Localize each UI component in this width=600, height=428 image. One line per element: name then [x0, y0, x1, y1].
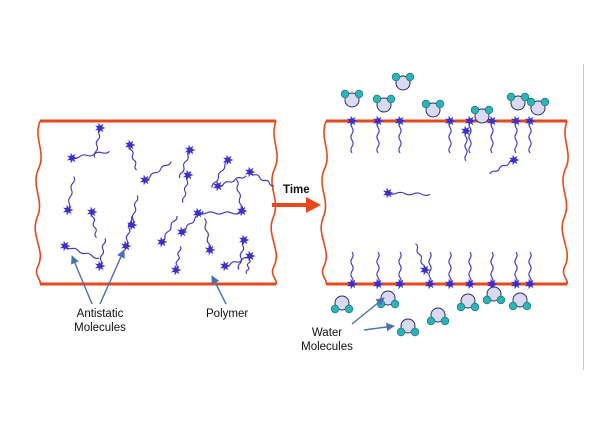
antistatic-molecule: [178, 144, 196, 179]
antistatic-molecule: [93, 122, 106, 158]
surface-molecule-top: [511, 115, 522, 154]
water-label-line1: Water: [311, 327, 343, 339]
surface-molecule-top: [487, 115, 498, 154]
antistatic-molecule: [121, 216, 133, 252]
water-molecule: [330, 295, 354, 314]
surface-molecule-top: [347, 115, 358, 154]
water-molecule: [482, 286, 506, 305]
surface-molecule-bottom: [525, 251, 536, 290]
surface-molecule-bottom: [465, 251, 476, 290]
water-molecule: [470, 105, 494, 124]
antistatic-molecule: [171, 246, 182, 276]
surface-molecule-top: [465, 115, 476, 154]
antistatic-molecule: [211, 154, 234, 188]
water-pointer-1: [351, 297, 385, 325]
antistatic-molecule: [245, 166, 275, 187]
surface-molecule-bottom: [487, 251, 498, 290]
antistatic-molecule: [127, 195, 139, 231]
antistatic-molecule: [140, 161, 172, 186]
water-molecule: [391, 72, 415, 91]
water-molecule: [421, 99, 445, 118]
interior-molecule: [383, 187, 431, 199]
antistatic-molecule: [157, 215, 178, 248]
slide-divider: [583, 64, 584, 370]
right-block-left-edge: [320, 120, 328, 285]
water-molecule: [506, 92, 530, 111]
antistatic-molecule: [193, 207, 241, 219]
surface-molecule-bottom: [425, 251, 436, 290]
surface-molecule-bottom: [445, 251, 456, 290]
water-molecule: [376, 290, 400, 309]
polymer-label: Polymer: [206, 308, 249, 320]
water-molecules-label: Water Molecules: [290, 326, 364, 354]
water-label-line2: Molecules: [301, 341, 353, 353]
antistatic-molecules-dispersed: [60, 122, 275, 276]
antistatic-molecule: [125, 139, 138, 171]
water-molecule: [508, 292, 532, 311]
antistatic-molecule: [245, 250, 256, 275]
antistatic-pointer-2: [99, 249, 125, 305]
water-molecule: [426, 307, 450, 326]
left-block-right-edge: [270, 120, 278, 285]
antistatic-label-line2: Molecules: [74, 322, 126, 334]
antistatic-molecule: [67, 150, 110, 164]
antistatic-molecule: [63, 176, 76, 216]
time-label: Time: [283, 184, 310, 196]
water-molecule: [526, 97, 550, 116]
antistatic-molecule: [235, 179, 248, 217]
antistatic-molecule: [87, 206, 98, 239]
surface-molecule-top: [461, 125, 472, 162]
antistatic-molecule: [181, 169, 194, 203]
interior-molecule: [415, 243, 431, 276]
antistatic-label-line1: Antistatic: [76, 308, 124, 320]
antistatic-molecule: [203, 218, 216, 256]
water-molecule: [372, 94, 396, 113]
antistatic-molecule: [237, 234, 250, 270]
surface-molecule-bottom: [373, 251, 384, 290]
antistatic-molecule: [213, 175, 247, 192]
water-molecule: [456, 293, 480, 312]
antistatic-molecule: [60, 240, 99, 259]
antistatic-pointer-1: [71, 255, 93, 305]
surface-molecule-top: [373, 115, 384, 154]
aged-polymer-block: [320, 115, 569, 290]
antistatic-molecule: [95, 238, 107, 272]
antistatic-molecules-label: Antistatic Molecules: [58, 307, 142, 335]
surface-molecule-bottom: [347, 251, 358, 290]
pointer-arrows: [71, 249, 395, 332]
water-molecules: [330, 72, 550, 337]
surface-molecule-top: [445, 115, 456, 154]
water-molecule: [396, 318, 420, 337]
left-block-left-edge: [34, 120, 42, 285]
surface-molecule-bottom: [511, 251, 522, 290]
initial-polymer-block: [34, 119, 278, 286]
polymer-pointer: [211, 275, 227, 305]
water-molecule: [340, 89, 364, 108]
interior-molecule: [489, 154, 520, 175]
surface-molecule-bottom: [395, 251, 406, 290]
surface-molecule-top: [395, 115, 406, 154]
time-arrow: [272, 197, 321, 213]
right-block-right-edge: [561, 120, 569, 285]
surface-molecule-top: [525, 115, 536, 154]
water-pointer-2: [363, 322, 395, 332]
antistatic-molecules-migrated: [347, 115, 536, 290]
